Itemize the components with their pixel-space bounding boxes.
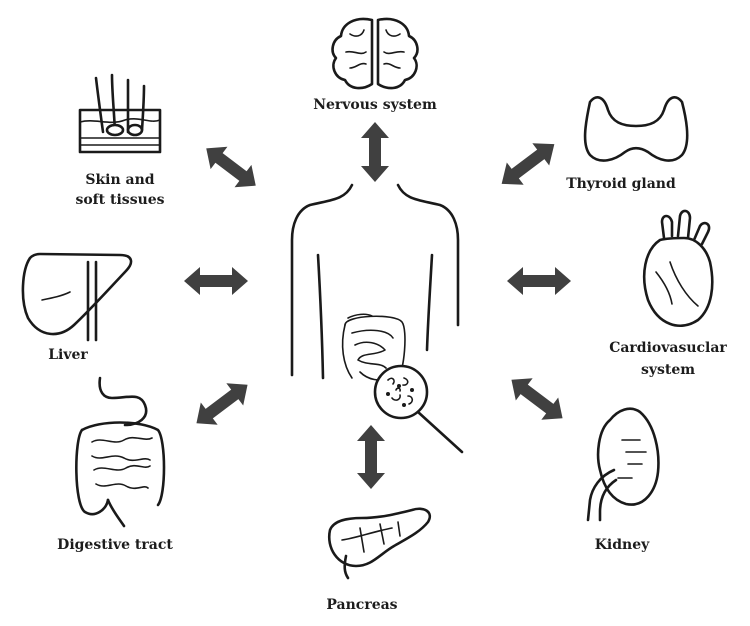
heart-icon <box>642 209 714 327</box>
intestine-icon <box>341 313 406 381</box>
magnifier-icon <box>373 364 464 454</box>
label-skin-line1: Skin and <box>85 172 154 188</box>
double-arrow-liver <box>184 267 248 295</box>
label-pancreas: Pancreas <box>326 597 397 613</box>
brain-icon <box>331 17 419 90</box>
label-liver: Liver <box>48 347 88 363</box>
thyroid-gland-icon <box>583 96 689 162</box>
label-skin-line2: soft tissues <box>75 192 164 208</box>
double-arrow-kidney <box>511 378 563 420</box>
kidney-icon <box>586 407 660 522</box>
pancreas-icon <box>327 507 432 580</box>
double-arrow-thyroid <box>501 143 555 185</box>
double-arrow-digestive <box>196 383 248 425</box>
double-arrow-nervous <box>361 122 389 182</box>
liver-icon <box>21 252 133 342</box>
double-arrow-cardio <box>507 267 571 295</box>
human-torso-icon <box>290 183 460 380</box>
digestive-tract-icon <box>75 376 166 528</box>
label-cardio-line2: system <box>641 362 695 378</box>
skin-hair-follicle-icon <box>78 73 162 154</box>
label-nervous-system: Nervous system <box>313 97 437 113</box>
label-cardio-line1: Cardiovasuclar <box>609 340 727 356</box>
double-arrow-skin <box>206 146 256 188</box>
label-kidney: Kidney <box>595 537 650 553</box>
label-thyroid-gland: Thyroid gland <box>566 176 676 192</box>
label-digestive-tract: Digestive tract <box>57 537 173 553</box>
double-arrow-pancreas <box>357 425 385 489</box>
